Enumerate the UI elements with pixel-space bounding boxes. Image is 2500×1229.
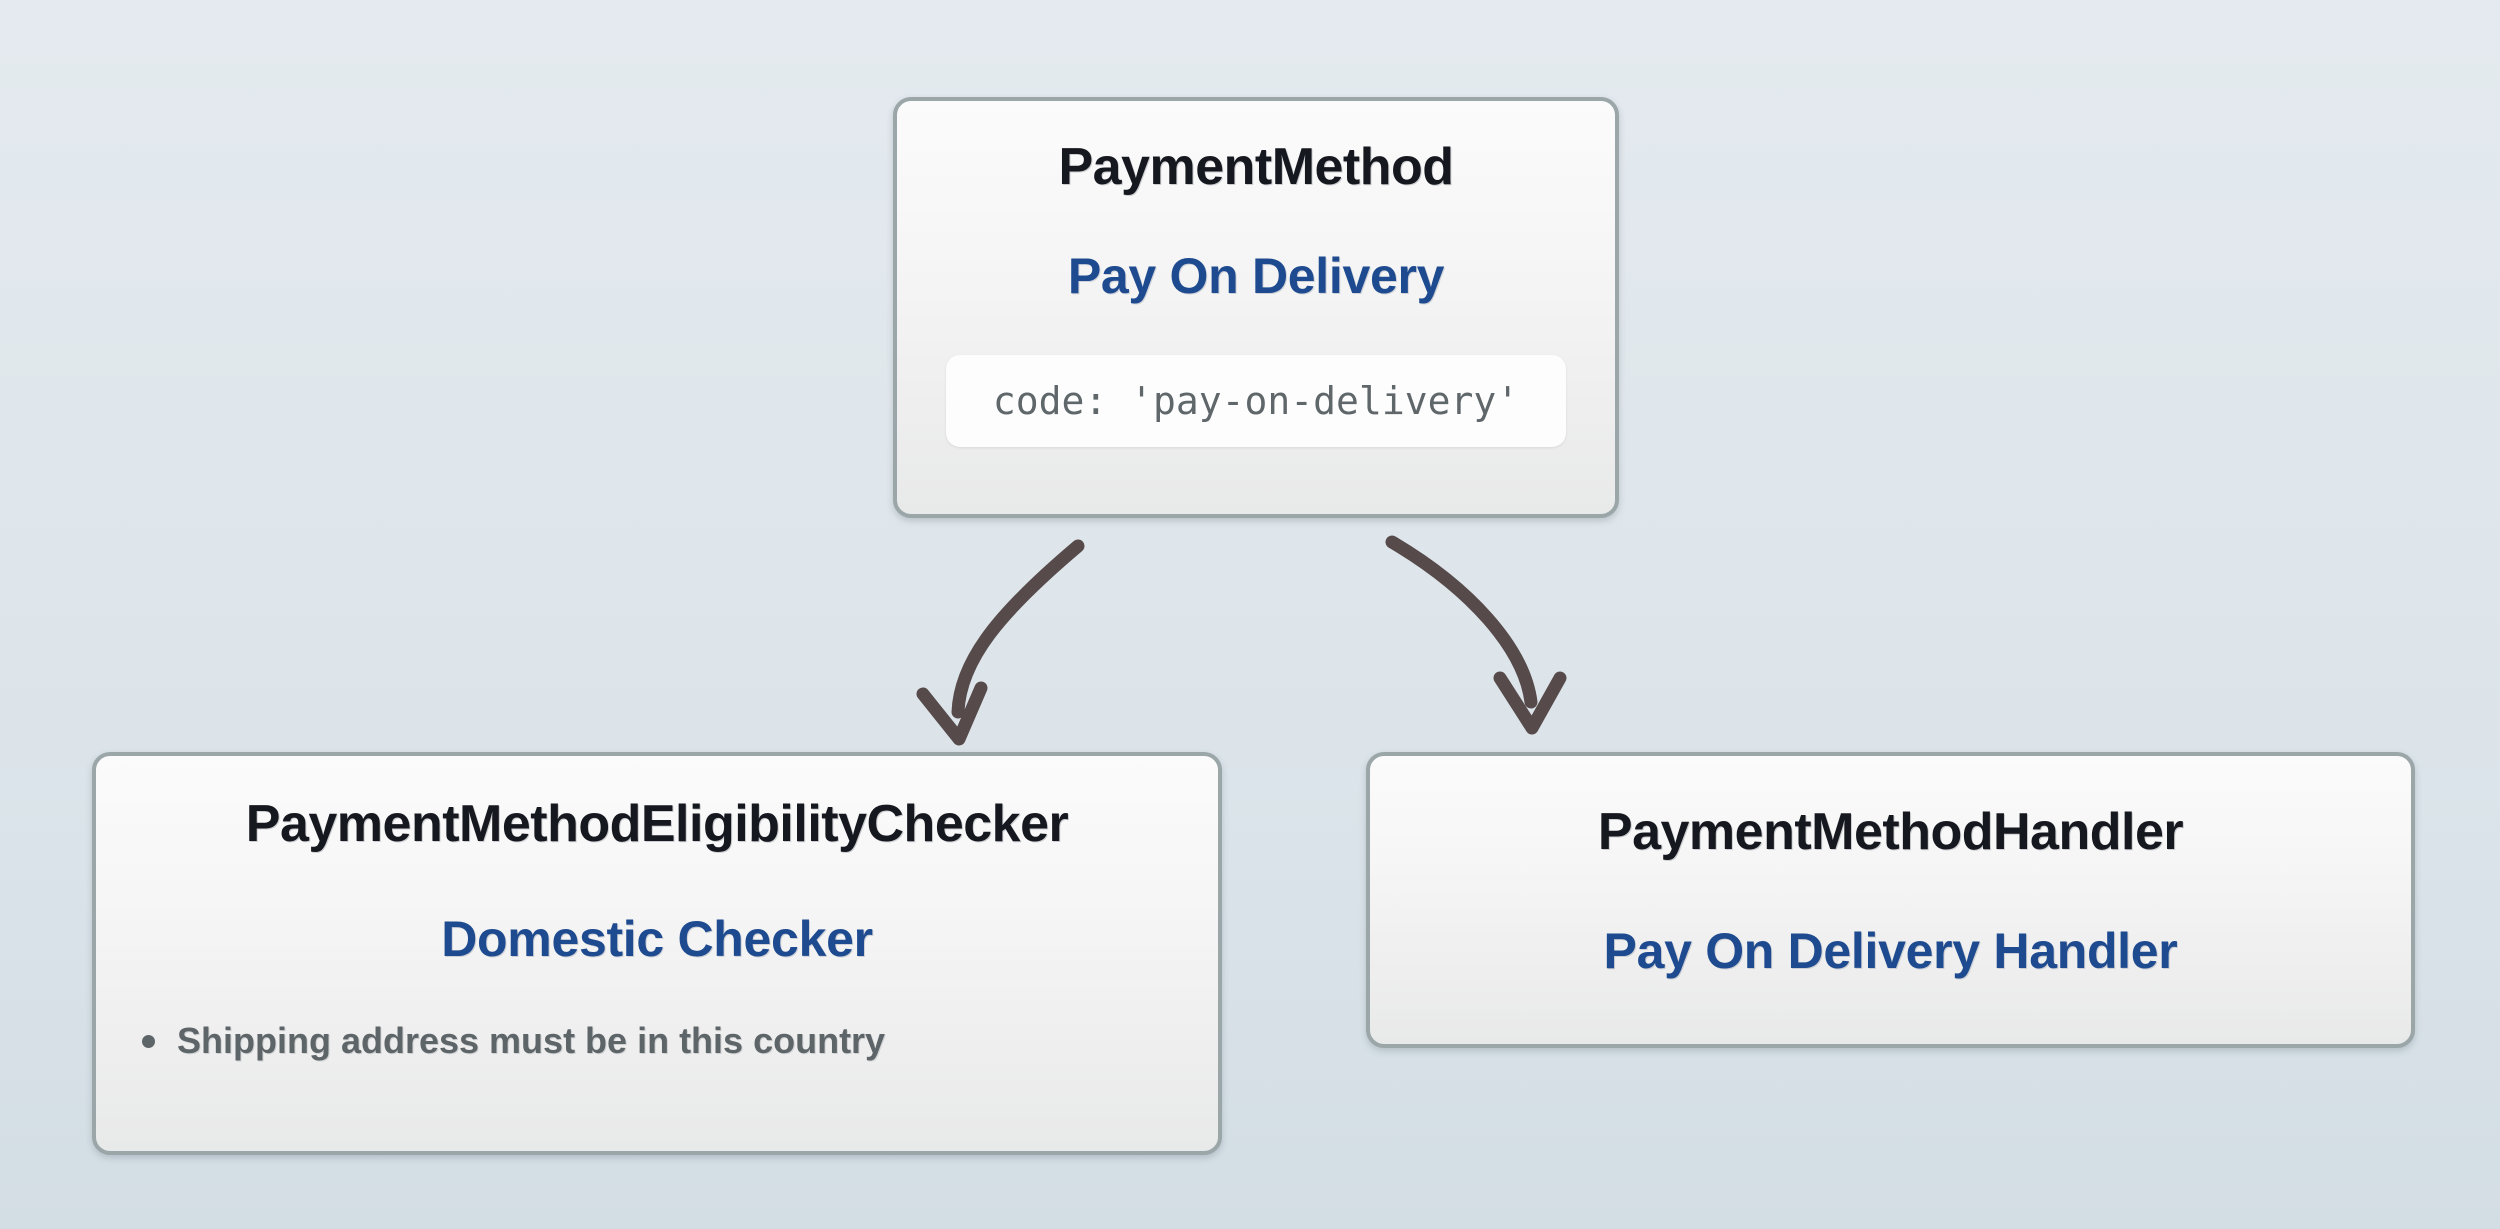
node-payment-method-class-label: PaymentMethod <box>1058 138 1454 196</box>
node-payment-handler-name-label: Pay On Delivery Handler <box>1603 923 2178 979</box>
edge-to-eligibility-checker <box>916 539 1085 746</box>
node-eligibility-checker-class-label: PaymentMethodEligibilityChecker <box>245 795 1069 853</box>
eligibility-rule-list: Shipping address must be in this country <box>96 1018 1218 1064</box>
edge-to-payment-handler <box>1385 535 1567 735</box>
node-payment-handler-class-label: PaymentMethodHandler <box>1597 803 2184 861</box>
node-payment-method[interactable]: PaymentMethod Pay On Delivery code: 'pay… <box>893 97 1619 518</box>
node-payment-handler[interactable]: PaymentMethodHandler Pay On Delivery Han… <box>1366 752 2415 1048</box>
node-eligibility-checker-name-label: Domestic Checker <box>441 911 873 967</box>
node-payment-method-name-label: Pay On Delivery <box>1067 248 1445 304</box>
node-eligibility-checker[interactable]: PaymentMethodEligibilityChecker Domestic… <box>92 752 1222 1155</box>
eligibility-rule-text: Shipping address must be in this country <box>177 1020 886 1061</box>
node-payment-method-code-value: code: 'pay-on-delivery' <box>946 355 1566 447</box>
list-item: Shipping address must be in this country <box>142 1018 1218 1064</box>
bullet-icon <box>142 1034 155 1048</box>
